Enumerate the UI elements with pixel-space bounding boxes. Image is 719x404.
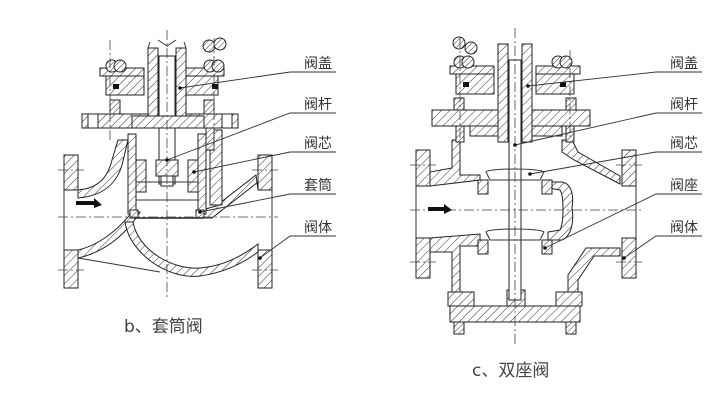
label-sleeve: 套筒 [304,177,332,194]
sleeve-valve-drawing [58,30,278,298]
body-wall-upper-left [429,139,481,187]
bonnet-tube-left [497,43,509,143]
nut-icon [453,97,465,111]
left-flange-bottom [415,237,431,279]
nut-icon [565,97,577,111]
upper-plug [485,168,545,181]
left-flange-bottom [63,249,79,289]
double-seat-valve-labels: 阀盖 阀杆 阀芯 阀座 阀体 [670,56,698,236]
body-wall-upper-left [77,139,129,199]
plug-left [135,159,147,193]
packing-gland-left [455,73,495,95]
body-bypass-wall [547,181,574,241]
left-flange-top [63,154,79,191]
plug-right [187,159,199,193]
double-seat-valve-leaders [513,71,702,260]
right-flange-top [621,149,637,187]
sleeve-left [127,133,137,215]
double-seat-valve-drawing [410,28,642,345]
label-plug: 阀芯 [304,136,332,152]
caption-sleeve-valve: b、套筒阀 [124,317,203,337]
body-partition-left [77,211,141,259]
sleeve-valve-leaders [165,71,336,260]
right-flange-bottom [621,237,637,279]
label-plug: 阀芯 [670,136,698,152]
bonnet-tube-right [175,47,187,117]
left-flange-top [415,149,431,187]
body-wall-upper-right [561,139,621,185]
flow-arrow-icon [76,198,102,208]
label-bonnet: 阀盖 [304,56,332,72]
label-stem: 阀杆 [670,97,698,113]
nut-icon [203,99,215,115]
nut-icon [565,321,577,335]
caption-double-seat-valve: c、双座阀 [472,361,549,381]
label-body: 阀体 [304,220,332,236]
body-bottom-wall [124,221,259,277]
lower-plug [485,228,545,241]
bonnet-tube-right [521,43,533,143]
nut-icon [453,321,465,335]
packing-gland-right [535,73,575,95]
right-flange-bottom [257,249,273,289]
label-bonnet: 阀盖 [670,56,698,72]
label-seat: 阀座 [670,178,698,194]
flow-arrow-icon [428,204,452,214]
right-flange-top [257,154,273,191]
sleeve-valve-labels: 阀盖 阀杆 阀芯 套筒 阀体 [304,56,332,236]
body-wall-lower-left [429,233,481,293]
body-wall-lower-right [567,247,621,293]
nut-icon [109,99,121,115]
packing-gland-left [105,74,145,96]
label-body: 阀体 [670,220,698,236]
label-stem: 阀杆 [304,97,332,113]
bonnet-tube-left [147,47,159,117]
